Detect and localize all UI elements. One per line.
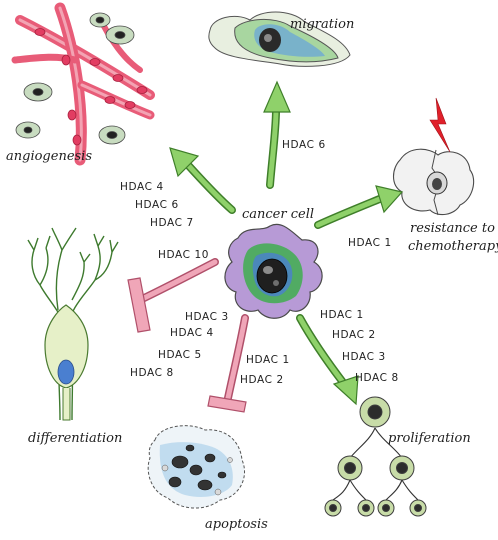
- label-cancer-cell: cancer cell: [242, 208, 314, 221]
- hdac-apoptosis-2: HDAC 2: [240, 375, 284, 386]
- label-resistance-line2: chemotherapy: [408, 240, 498, 253]
- lightning-icon: [430, 98, 450, 152]
- hdac-angiogenesis-3: HDAC 7: [150, 218, 194, 229]
- label-apoptosis: apoptosis: [205, 518, 268, 531]
- blood-vessel-icon: [15, 8, 150, 160]
- hdac-differentiation-2: HDAC 4: [170, 328, 214, 339]
- hdac-proliferation-1: HDAC 1: [320, 310, 364, 321]
- neuron-soma: [45, 305, 88, 420]
- hdac-angiogenesis-2: HDAC 6: [135, 200, 179, 211]
- dividing-cell-icon: [325, 397, 426, 516]
- label-angiogenesis: angiogenesis: [6, 150, 92, 163]
- arrow-to-resistance: [318, 186, 402, 225]
- label-proliferation: proliferation: [388, 432, 471, 445]
- hdac-differentiation-3: HDAC 5: [158, 350, 202, 361]
- hdac-differentiation-4: HDAC 8: [130, 368, 174, 379]
- arrow-to-migration: [264, 82, 290, 185]
- hdac-proliferation-2: HDAC 2: [332, 330, 376, 341]
- label-resistance-line1: resistance to: [410, 222, 495, 235]
- hdac-proliferation-4: HDAC 8: [355, 373, 399, 384]
- cancer-cell-icon: [225, 224, 322, 318]
- apoptotic-cell-icon: [148, 426, 244, 508]
- hdac-apoptosis-1: HDAC 1: [246, 355, 290, 366]
- chemo-resistant-cell-icon: [394, 149, 474, 215]
- hdac-differentiation-1: HDAC 3: [185, 312, 229, 323]
- hdac-angiogenesis-1: HDAC 4: [120, 182, 164, 193]
- label-differentiation: differentiation: [28, 432, 122, 445]
- hdac-proliferation-3: HDAC 3: [342, 352, 386, 363]
- hdac-resistance-1: HDAC 1: [348, 238, 392, 249]
- hdac-angiogenesis-4: HDAC 10: [158, 250, 209, 261]
- label-migration: migration: [290, 18, 354, 31]
- arrow-to-angiogenesis: [170, 148, 232, 210]
- hdac-migration-1: HDAC 6: [282, 140, 326, 151]
